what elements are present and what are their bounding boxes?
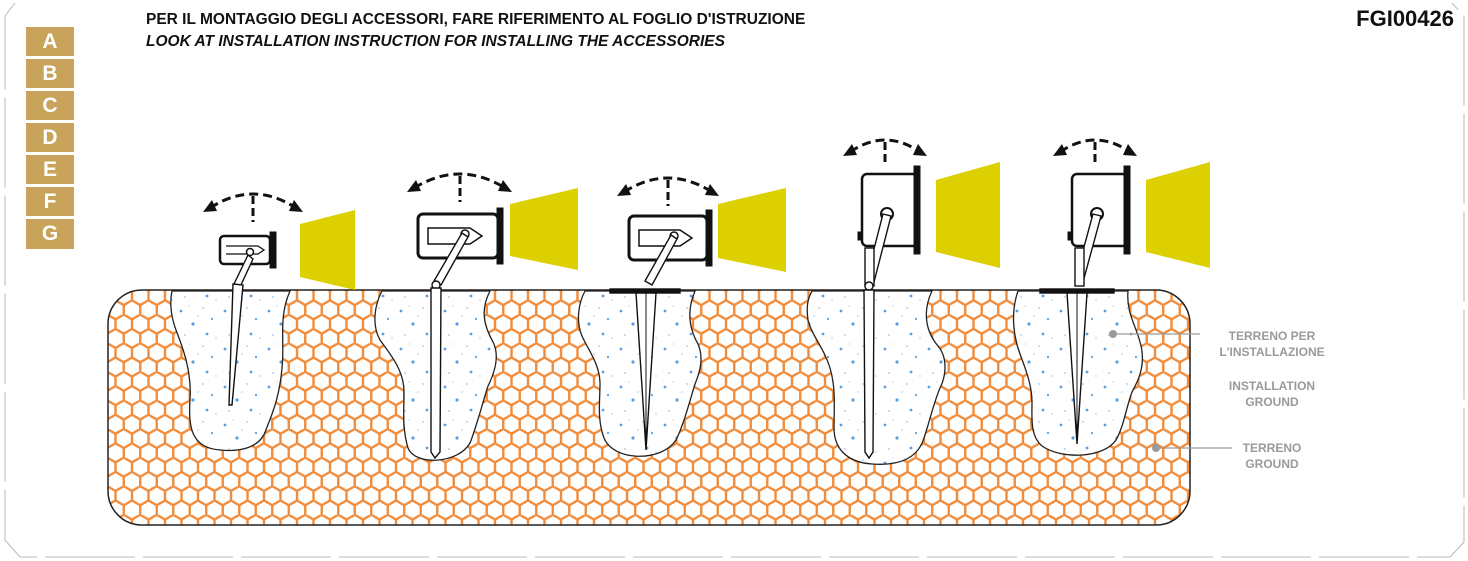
tilt-arrow-icon: [203, 192, 303, 222]
concrete-pit-3: [577, 290, 702, 457]
legend-leader-installation: [1109, 330, 1200, 338]
tilt-arrow-icon: [1053, 138, 1137, 166]
floodlight-icon: [416, 207, 504, 265]
header-italian: PER IL MONTAGGIO DEGLI ACCESSORI, FARE R…: [146, 11, 806, 28]
label-installation-ground-it: L'INSTALLAZIONE: [1219, 345, 1324, 359]
label-ground-it: TERRENO: [1243, 441, 1302, 455]
revision-tab-c: C: [26, 91, 74, 120]
tilt-arrow-icon: [617, 176, 719, 206]
revision-tab-d: D: [26, 123, 74, 152]
floodlight-icon: [1067, 165, 1131, 255]
tilt-arrow-icon: [843, 138, 927, 166]
revision-tab-a: A: [26, 27, 74, 56]
label-installation-ground-en: GROUND: [1245, 395, 1299, 409]
ground-spike-icon: [430, 232, 469, 460]
header-english: LOOK AT INSTALLATION INSTRUCTION FOR INS…: [146, 33, 725, 50]
revision-tab-e: E: [26, 155, 74, 184]
document-code: FGI00426: [1356, 6, 1454, 31]
label-ground-en: GROUND: [1245, 457, 1299, 471]
ground-spike-icon: [1039, 213, 1115, 445]
revision-tab-f: F: [26, 187, 74, 216]
light-beam-icon: [510, 188, 578, 270]
legend-leader-ground: [1152, 444, 1232, 452]
light-beam-icon: [718, 188, 786, 272]
light-beam-icon: [936, 162, 1000, 268]
floodlight-icon: [218, 231, 277, 269]
concrete-pit-4: [806, 290, 946, 465]
label-installation-ground-it: TERRENO PER: [1229, 329, 1316, 343]
ground-spike-icon: [228, 253, 254, 406]
floodlight-icon: [627, 209, 713, 267]
floodlight-icon: [857, 165, 921, 255]
ground-spike-icon: [863, 213, 892, 460]
light-beam-icon: [300, 210, 355, 290]
light-beam-icon: [1146, 162, 1210, 268]
revision-tab-g: G: [26, 219, 74, 249]
ground-spike-icon: [609, 233, 681, 451]
label-installation-ground-en: INSTALLATION: [1229, 379, 1315, 393]
revision-tab-b: B: [26, 59, 74, 88]
tilt-arrow-icon: [407, 172, 512, 202]
